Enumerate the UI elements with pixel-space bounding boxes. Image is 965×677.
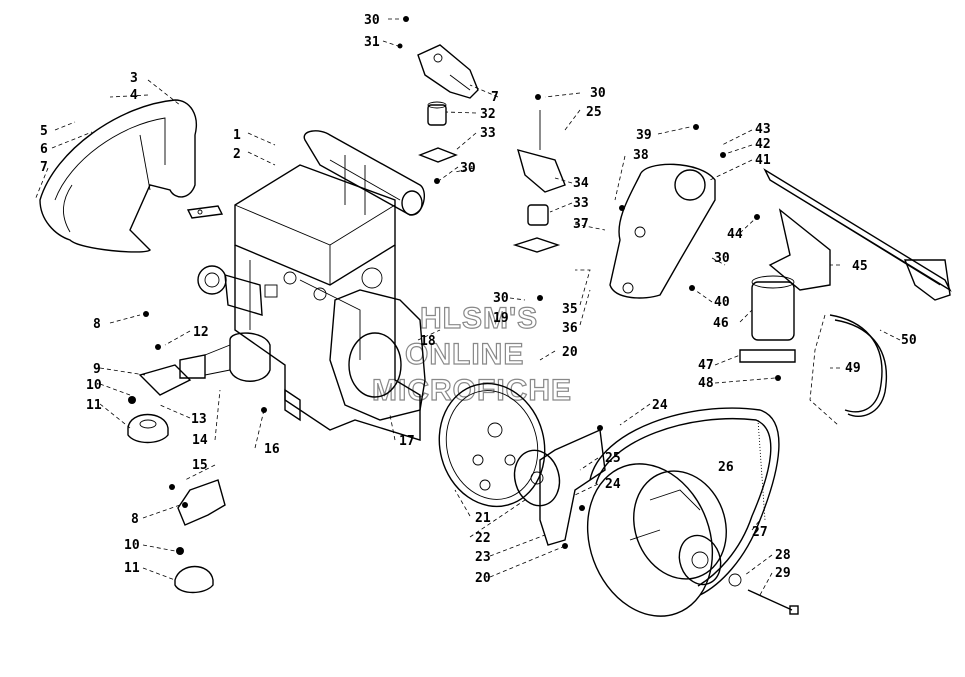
- watermark-line-3: MICROFICHE: [372, 374, 572, 407]
- callout-4: 4: [130, 88, 138, 103]
- rear-mount-bracket: [512, 94, 566, 301]
- clutch-bracket: [539, 425, 606, 549]
- callout-21: 21: [475, 511, 491, 526]
- callout-28: 28: [775, 548, 791, 563]
- callout-33: 33: [480, 126, 496, 141]
- callout-6: 6: [40, 142, 48, 157]
- callout-8: 8: [93, 317, 101, 332]
- callout-37: 37: [573, 217, 589, 232]
- callout-8: 8: [131, 512, 139, 527]
- flywheel: [438, 382, 546, 508]
- callout-14: 14: [192, 433, 208, 448]
- callout-5: 5: [40, 124, 48, 139]
- callout-44: 44: [727, 227, 743, 242]
- callout-27: 27: [752, 525, 768, 540]
- callout-10: 10: [124, 538, 140, 553]
- callout-17: 17: [399, 434, 415, 449]
- callout-24: 24: [652, 398, 668, 413]
- callout-50: 50: [901, 333, 917, 348]
- engine-block: [179, 130, 426, 441]
- callout-31: 31: [364, 35, 380, 50]
- hoses: [809, 314, 888, 426]
- callouts: 30 31 7 32 33 30 30 25 3 4 5 6 7 1 2 34 …: [40, 13, 917, 586]
- callout-24: 24: [605, 477, 621, 492]
- callout-7: 7: [491, 90, 499, 105]
- callout-42: 42: [755, 137, 771, 152]
- callout-11: 11: [86, 398, 102, 413]
- callout-41: 41: [755, 153, 771, 168]
- callout-25: 25: [605, 451, 621, 466]
- callout-20: 20: [562, 345, 578, 360]
- top-mount-bracket: [397, 16, 479, 184]
- callout-16: 16: [264, 442, 280, 457]
- callout-19: 19: [493, 311, 509, 326]
- callout-11: 11: [124, 561, 140, 576]
- callout-30: 30: [714, 251, 730, 266]
- callout-33: 33: [573, 196, 589, 211]
- drive-hub: [513, 449, 561, 507]
- callout-48: 48: [698, 376, 714, 391]
- callout-29: 29: [775, 566, 791, 581]
- callout-2: 2: [233, 147, 241, 162]
- callout-34: 34: [573, 176, 589, 191]
- callout-32: 32: [480, 107, 496, 122]
- lower-engine-mount: [169, 407, 267, 594]
- engine-bracket: [186, 205, 224, 219]
- callout-13: 13: [191, 412, 207, 427]
- callout-26: 26: [718, 460, 734, 475]
- callout-25: 25: [586, 105, 602, 120]
- watermark-line-1: HLSM'S: [420, 302, 538, 335]
- callout-23: 23: [475, 550, 491, 565]
- callout-10: 10: [86, 378, 102, 393]
- callout-3: 3: [130, 71, 138, 86]
- engine-mount-plate: [609, 124, 726, 299]
- drive-clutch: [586, 463, 727, 617]
- callout-36: 36: [562, 321, 578, 336]
- callout-7: 7: [40, 160, 48, 175]
- callout-30: 30: [590, 86, 606, 101]
- callout-38: 38: [633, 148, 649, 163]
- callout-35: 35: [562, 302, 578, 317]
- callout-18: 18: [420, 334, 436, 349]
- callout-40: 40: [714, 295, 730, 310]
- callout-22: 22: [475, 531, 491, 546]
- watermark: HLSM'S ONLINE MICROFICHE: [371, 301, 572, 407]
- callout-45: 45: [852, 259, 868, 274]
- belt-guard: [39, 99, 197, 253]
- callout-49: 49: [845, 361, 861, 376]
- leader-lines: [34, 18, 901, 596]
- callout-47: 47: [698, 358, 714, 373]
- callout-46: 46: [713, 316, 729, 331]
- clutch-bolt: [728, 573, 799, 615]
- front-engine-mount: [127, 311, 192, 444]
- callout-12: 12: [193, 325, 209, 340]
- callout-9: 9: [93, 362, 101, 377]
- callout-30: 30: [493, 291, 509, 306]
- callout-15: 15: [192, 458, 208, 473]
- callout-30: 30: [364, 13, 380, 28]
- callout-20: 20: [475, 571, 491, 586]
- callout-30: 30: [460, 161, 476, 176]
- callout-43: 43: [755, 122, 771, 137]
- drive-belt: [589, 407, 780, 596]
- callout-39: 39: [636, 128, 652, 143]
- callout-1: 1: [233, 128, 241, 143]
- oil-filter-assembly: [739, 208, 831, 381]
- frame-rail: [763, 168, 952, 301]
